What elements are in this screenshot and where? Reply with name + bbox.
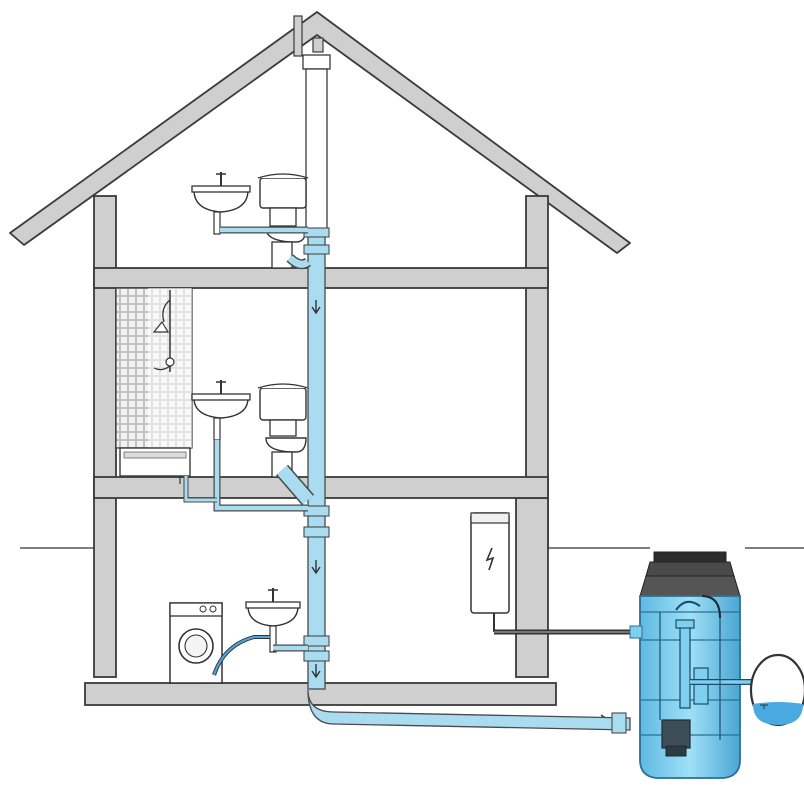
washing-machine	[169, 602, 223, 684]
toilet-middle-floor	[257, 383, 309, 478]
vent-pipe-top	[293, 15, 331, 230]
sink-basement	[245, 588, 301, 653]
public-sewer	[749, 653, 804, 727]
drain-stack	[303, 227, 330, 690]
shower-cabin	[115, 287, 193, 484]
flow-arrows	[311, 300, 609, 724]
sink-middle-floor	[191, 380, 251, 441]
lift-station-tank	[629, 551, 760, 779]
house-walls	[93, 195, 549, 678]
sewer-pipe-to-tank	[307, 689, 631, 734]
toilet-top-floor	[257, 173, 309, 269]
branch-pipes	[183, 226, 315, 676]
sink-top-floor	[191, 172, 251, 235]
control-box	[470, 512, 510, 632]
roof	[9, 11, 631, 254]
